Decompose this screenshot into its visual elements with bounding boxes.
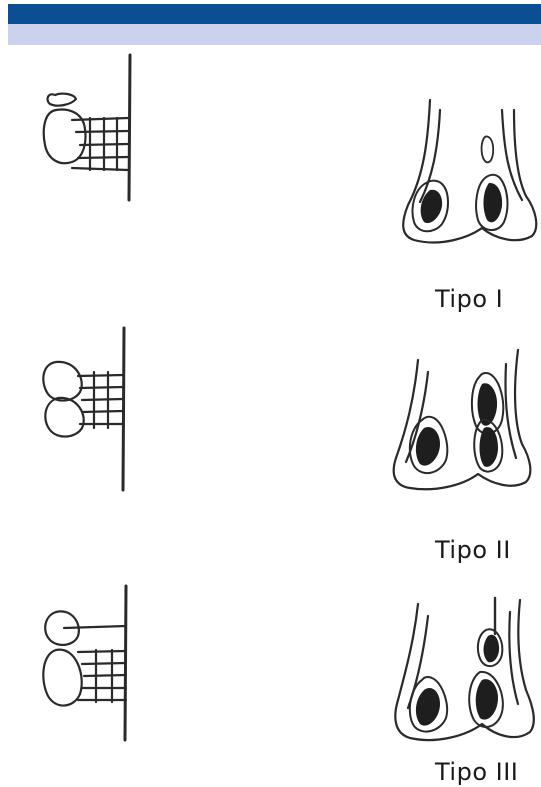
- type-1-label: Tipo I: [435, 285, 503, 313]
- type-3-label: Tipo III: [435, 758, 518, 786]
- type-2-sagittal-view: [43, 328, 124, 490]
- type-1-sagittal-view: [44, 55, 130, 200]
- type-3-frontal-view: [395, 598, 534, 740]
- type-3-sagittal-view: [43, 586, 126, 740]
- type-2-frontal-view: [394, 350, 531, 489]
- type-1-frontal-view: [403, 100, 536, 242]
- type-2-label: Tipo II: [435, 536, 511, 564]
